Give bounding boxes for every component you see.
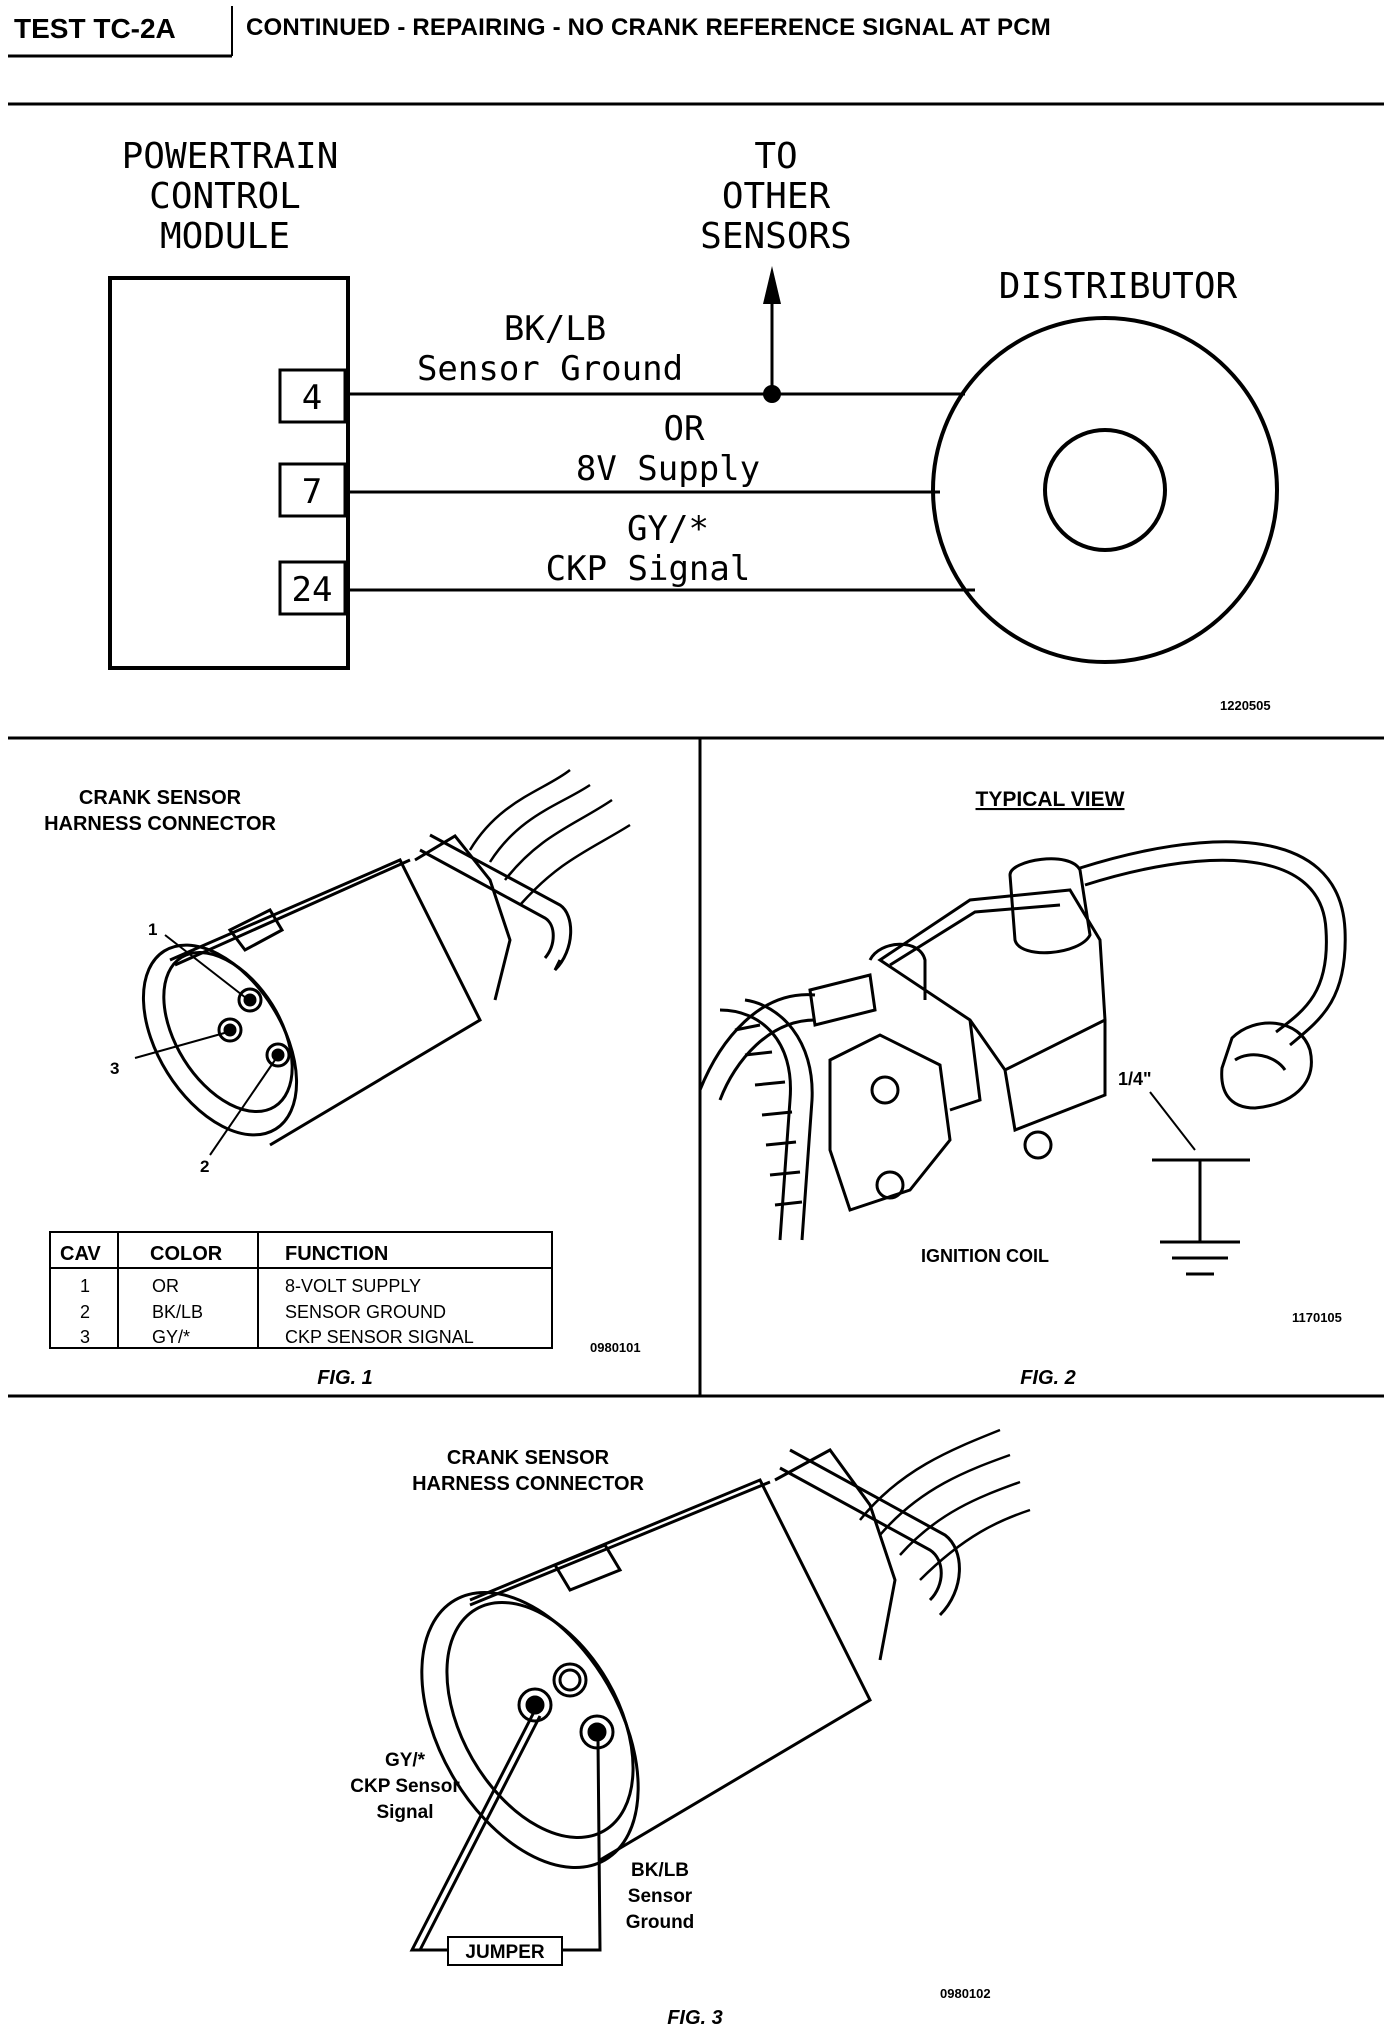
- pcm-label-line3: MODULE: [160, 216, 290, 257]
- fig1-row2-cav: 2: [80, 1302, 90, 1322]
- jumper-label: JUMPER: [465, 1942, 544, 1963]
- fig3-connector: [420, 1448, 961, 1869]
- fig1-wire-bundle: [468, 769, 631, 906]
- pin-4-box: [278, 368, 347, 424]
- fig1-cav-3-label: 3: [110, 1059, 119, 1078]
- fig3-wire-bundle: [859, 1428, 1031, 1581]
- fig3-right-line2: Sensor: [628, 1886, 693, 1907]
- fig1-row1-cav: 1: [80, 1276, 90, 1296]
- fig3-left-line3: Signal: [376, 1802, 433, 1823]
- wire3-color: GY/*: [627, 509, 709, 549]
- jumper-box: [447, 1936, 563, 1966]
- section-dividers: [8, 736, 1384, 1398]
- fig1-row3-function: CKP SENSOR SIGNAL: [285, 1327, 474, 1347]
- fig2: TYPICAL VIEW: [698, 788, 1347, 1389]
- pin-24-label: 24: [292, 570, 333, 610]
- wire1-name: Sensor Ground: [417, 349, 683, 389]
- fig1-cav-2-label: 2: [200, 1157, 209, 1176]
- fig1-table: [49, 1231, 553, 1349]
- schematic: POWERTRAIN CONTROL MODULE 4 7 24 TO OTHE…: [108, 136, 1279, 713]
- to-sensors-line3: SENSORS: [700, 216, 852, 257]
- fig1-cav-1-label: 1: [148, 920, 157, 939]
- fig1-callouts: [134, 934, 276, 1156]
- distributor-body: [931, 316, 1279, 664]
- wire2-name: 8V Supply: [576, 449, 760, 489]
- fig3-left-line1: GY/*: [385, 1750, 426, 1771]
- fig3-figure-number: 0980102: [940, 1986, 991, 2001]
- to-sensors-line1: TO: [754, 136, 797, 177]
- fig1-connector: [141, 833, 573, 1147]
- wire3-name: CKP Signal: [546, 549, 751, 589]
- fig2-caption: FIG. 2: [1020, 1367, 1076, 1389]
- fig1-row1-color: OR: [152, 1276, 179, 1296]
- jumper-wires: [409, 1711, 602, 1952]
- pin-24-box: [278, 560, 347, 616]
- schematic-figure-number: 1220505: [1220, 698, 1271, 713]
- pin-7-box: [278, 462, 347, 518]
- ground-symbol-icon: [1149, 1091, 1250, 1276]
- wire1-color: BK/LB: [504, 309, 606, 349]
- fig3-right-line3: Ground: [626, 1912, 695, 1933]
- fig1-table-header-cav: CAV: [60, 1243, 101, 1265]
- header-frame: [8, 6, 1384, 106]
- pcm-box: [108, 276, 350, 670]
- page-title: CONTINUED - REPAIRING - NO CRANK REFEREN…: [246, 14, 1051, 41]
- wire2-color: OR: [664, 409, 705, 449]
- fig1-row1-function: 8-VOLT SUPPLY: [285, 1276, 421, 1296]
- pin-4-label: 4: [302, 378, 322, 418]
- pin-7-label: 7: [302, 472, 322, 512]
- pcm-label-line2: CONTROL: [149, 176, 301, 217]
- fig2-gap-label: 1/4": [1118, 1069, 1152, 1089]
- fig1: CRANK SENSOR HARNESS CONNECTOR: [44, 769, 641, 1389]
- fig3: CRANK SENSOR HARNESS CONNECTOR: [350, 1428, 1031, 2029]
- fig3-label-line2: HARNESS CONNECTOR: [412, 1473, 644, 1495]
- fig1-label-line2: HARNESS CONNECTOR: [44, 813, 276, 835]
- fig2-heading: TYPICAL VIEW: [976, 788, 1125, 811]
- pcm-label-line1: POWERTRAIN: [122, 136, 339, 177]
- fig3-left-line2: CKP Sensor: [350, 1776, 460, 1797]
- fig3-label-line1: CRANK SENSOR: [447, 1447, 610, 1469]
- ignition-coil-drawing: [698, 840, 1347, 1241]
- fig1-row2-color: BK/LB: [152, 1302, 203, 1322]
- up-arrow-icon: [763, 266, 781, 304]
- fig3-right-line1: BK/LB: [631, 1860, 689, 1881]
- fig2-figure-number: 1170105: [1292, 1310, 1342, 1325]
- fig1-row3-cav: 3: [80, 1327, 90, 1347]
- fig1-table-header-function: FUNCTION: [285, 1243, 388, 1265]
- to-sensors-line2: OTHER: [722, 176, 831, 217]
- distributor-label: DISTRIBUTOR: [999, 266, 1238, 307]
- fig1-row2-function: SENSOR GROUND: [285, 1302, 446, 1322]
- test-id: TEST TC-2A: [14, 13, 176, 44]
- fig3-caption: FIG. 3: [667, 2007, 723, 2029]
- fig1-figure-number: 0980101: [590, 1340, 641, 1355]
- fig1-caption: FIG. 1: [317, 1367, 373, 1389]
- fig1-row3-color: GY/*: [152, 1327, 190, 1347]
- fig2-coil-label: IGNITION COIL: [921, 1246, 1049, 1266]
- fig1-label-line1: CRANK SENSOR: [79, 787, 242, 809]
- distributor-shaft: [1043, 428, 1167, 552]
- fig1-table-header-color: COLOR: [150, 1243, 223, 1265]
